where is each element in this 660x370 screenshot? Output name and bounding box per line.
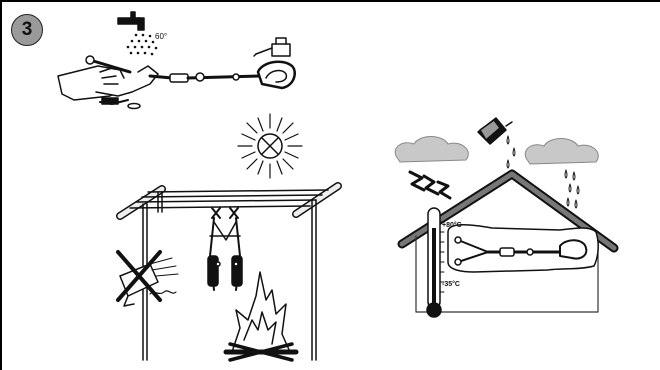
rain-icon xyxy=(506,135,580,209)
sun-icon xyxy=(237,113,303,179)
max-storage-temperature-label: +80°C xyxy=(442,222,462,229)
water-drops xyxy=(126,33,158,56)
step-number: 3 xyxy=(21,19,33,40)
cloud-icon xyxy=(394,136,599,165)
harness-icon xyxy=(207,207,243,291)
fire-icon xyxy=(223,271,299,362)
lanyard-in-bag-icon xyxy=(447,224,599,273)
washing-hands xyxy=(57,65,159,101)
acid-container-icon xyxy=(477,117,513,145)
lanyard-being-washed xyxy=(85,55,262,110)
top-border xyxy=(0,0,660,2)
thermometer-icon xyxy=(426,207,445,318)
step-number-badge: 3 xyxy=(11,14,43,46)
oil-can-icon xyxy=(253,37,291,57)
water-tap-icon xyxy=(117,11,145,31)
hair-dryer-prohibited-icon xyxy=(116,250,179,307)
lightning-icon xyxy=(408,170,452,200)
snap-hook xyxy=(256,60,296,90)
left-border xyxy=(0,0,2,370)
wash-temperature-label: 60° xyxy=(155,32,168,41)
min-storage-temperature-label: -35°C xyxy=(442,281,460,288)
